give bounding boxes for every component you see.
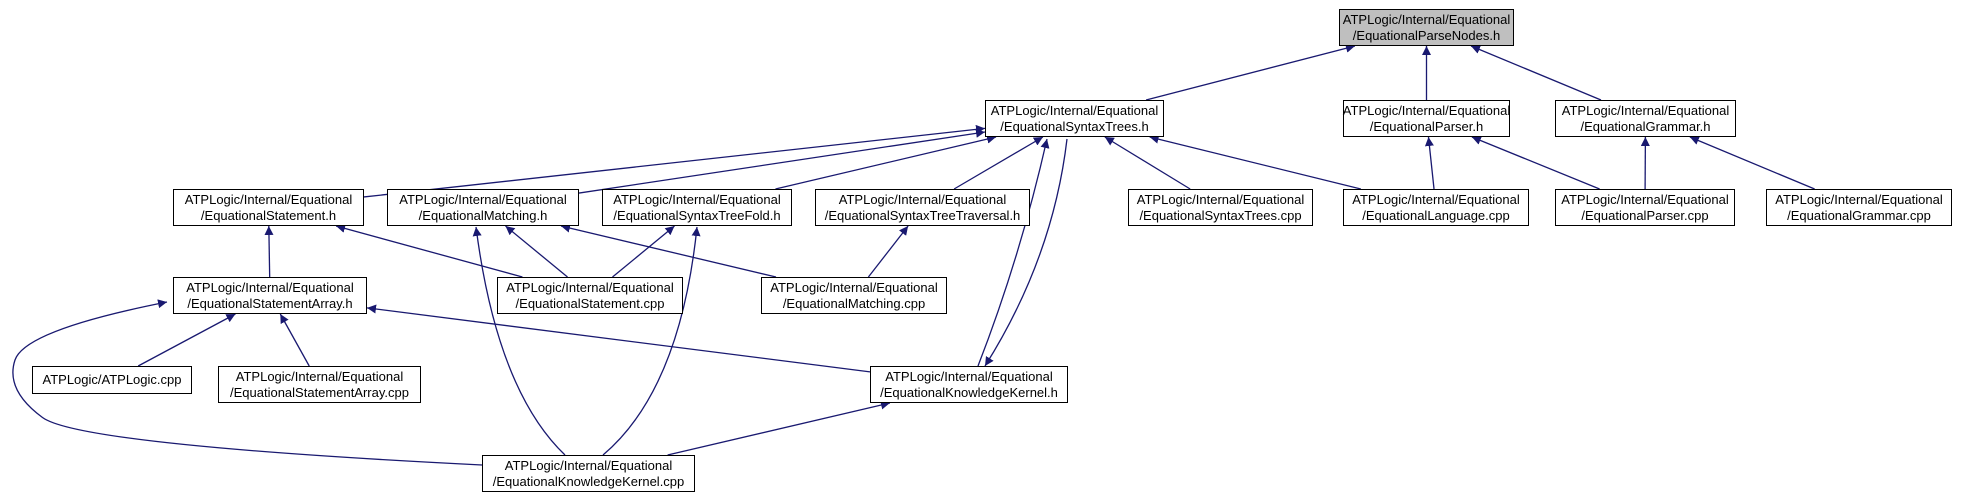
node-label-line: ATPLogic/Internal/Equational bbox=[235, 368, 404, 384]
edge-parser-cpp-to-parser-h bbox=[1471, 136, 1600, 190]
node-statement-cpp[interactable]: ATPLogic/Internal/Equational/EquationalS… bbox=[497, 277, 683, 314]
node-label-line: ATPLogic/Internal/Equational bbox=[1561, 191, 1729, 207]
edge-language-cpp-to-syntax-trees-h bbox=[1149, 134, 1362, 190]
edge-grammar-cpp-to-grammar-h bbox=[1689, 136, 1815, 190]
node-label-line: /EquationalStatement.h bbox=[200, 207, 337, 223]
node-label-line: /EquationalGrammar.cpp bbox=[1787, 207, 1931, 223]
node-kernel-h[interactable]: ATPLogic/Internal/Equational/EquationalK… bbox=[870, 366, 1068, 403]
node-label-line: ATPLogic/Internal/Equational bbox=[186, 279, 354, 295]
node-fold-h[interactable]: ATPLogic/Internal/Equational/EquationalS… bbox=[602, 189, 792, 226]
edge-syntax-trees-h-to-kernel-h bbox=[984, 138, 1068, 367]
edge-statement-cpp-to-statement-h bbox=[335, 224, 523, 278]
node-label-line: ATPLogic/Internal/Equational bbox=[1561, 102, 1730, 118]
node-label-line: ATPLogic/Internal/Equational bbox=[1136, 191, 1305, 207]
node-label-line: /EquationalGrammar.h bbox=[1580, 118, 1711, 134]
node-label-line: /EquationalMatching.cpp bbox=[782, 295, 926, 311]
node-label-line: /EquationalStatementArray.h bbox=[187, 295, 353, 311]
node-grammar-h[interactable]: ATPLogic/Internal/Equational/EquationalG… bbox=[1555, 100, 1736, 137]
node-label-line: ATPLogic/Internal/Equational bbox=[1342, 11, 1511, 27]
node-statement-array-cpp[interactable]: ATPLogic/Internal/Equational/EquationalS… bbox=[218, 366, 421, 403]
node-label-line: ATPLogic/Internal/Equational bbox=[990, 102, 1159, 118]
edge-statement-cpp-to-matching-h bbox=[505, 225, 568, 278]
edge-traversal-h-to-syntax-trees-h bbox=[953, 136, 1044, 190]
node-label-line: ATPLogic/Internal/Equational bbox=[838, 191, 1007, 207]
node-label-line: /EquationalStatementArray.cpp bbox=[230, 384, 409, 400]
node-label-line: /EquationalParser.h bbox=[1369, 118, 1484, 134]
node-label-line: /EquationalSyntaxTreeFold.h bbox=[613, 207, 781, 223]
edge-language-cpp-to-parser-h bbox=[1424, 136, 1435, 190]
edge-kernel-cpp-to-kernel-h bbox=[667, 400, 891, 456]
edge-statement-cpp-to-fold-h bbox=[612, 225, 675, 278]
node-label-line: ATPLogic/Internal/Equational bbox=[399, 191, 567, 207]
node-label-line: ATPLogic/Internal/Equational bbox=[1775, 191, 1943, 207]
edge-atplogic-cpp-to-statement-array-h bbox=[137, 313, 236, 367]
node-kernel-cpp[interactable]: ATPLogic/Internal/Equational/EquationalK… bbox=[482, 455, 695, 492]
node-language-cpp[interactable]: ATPLogic/Internal/Equational/EquationalL… bbox=[1343, 189, 1529, 226]
edge-matching-cpp-to-matching-h bbox=[560, 223, 777, 278]
edge-kernel-cpp-to-statement-array-h bbox=[12, 299, 483, 466]
node-atplogic-cpp[interactable]: ATPLogic/ATPLogic.cpp bbox=[32, 366, 192, 394]
node-label-line: /EquationalKnowledgeKernel.cpp bbox=[492, 473, 685, 489]
node-label-line: /EquationalMatching.h bbox=[418, 207, 548, 223]
node-label-line: /EquationalParser.cpp bbox=[1581, 207, 1709, 223]
node-statement-h[interactable]: ATPLogic/Internal/Equational/EquationalS… bbox=[173, 189, 364, 226]
edge-syntax-trees-h-to-parse-nodes-h bbox=[1145, 43, 1356, 101]
node-statement-array-h[interactable]: ATPLogic/Internal/Equational/EquationalS… bbox=[173, 277, 367, 314]
node-label-line: /EquationalKnowledgeKernel.h bbox=[880, 384, 1058, 400]
edge-fold-h-to-syntax-trees-h bbox=[775, 134, 997, 190]
edge-statement-array-h-to-statement-h bbox=[264, 225, 274, 278]
edge-kernel-h-to-syntax-trees-h bbox=[977, 138, 1050, 367]
node-label-line: /EquationalSyntaxTrees.cpp bbox=[1139, 207, 1302, 223]
node-label-line: ATPLogic/Internal/Equational bbox=[504, 457, 673, 473]
node-label-line: ATPLogic/Internal/Equational bbox=[184, 191, 353, 207]
node-label-line: ATPLogic/Internal/Equational bbox=[1342, 102, 1511, 118]
node-label-line: ATPLogic/ATPLogic.cpp bbox=[42, 372, 182, 387]
node-syntax-trees-cpp[interactable]: ATPLogic/Internal/Equational/EquationalS… bbox=[1128, 189, 1313, 226]
node-label-line: /EquationalStatement.cpp bbox=[515, 295, 665, 311]
node-parser-h[interactable]: ATPLogic/Internal/Equational/EquationalP… bbox=[1343, 100, 1510, 137]
edge-kernel-h-to-statement-array-h bbox=[366, 304, 871, 373]
edge-kernel-cpp-to-fold-h bbox=[602, 226, 701, 456]
node-matching-h[interactable]: ATPLogic/Internal/Equational/EquationalM… bbox=[387, 189, 579, 226]
node-parse-nodes-h[interactable]: ATPLogic/Internal/Equational/EquationalP… bbox=[1339, 9, 1514, 46]
node-label-line: ATPLogic/Internal/Equational bbox=[506, 279, 674, 295]
node-label-line: /EquationalSyntaxTreeTraversal.h bbox=[824, 207, 1021, 223]
node-traversal-h[interactable]: ATPLogic/Internal/Equational/EquationalS… bbox=[815, 189, 1030, 226]
node-label-line: ATPLogic/Internal/Equational bbox=[613, 191, 781, 207]
node-label-line: ATPLogic/Internal/Equational bbox=[885, 368, 1053, 384]
edge-matching-cpp-to-traversal-h bbox=[867, 225, 909, 278]
node-matching-cpp[interactable]: ATPLogic/Internal/Equational/EquationalM… bbox=[761, 277, 947, 314]
node-label-line: ATPLogic/Internal/Equational bbox=[1352, 191, 1520, 207]
edge-statement-array-cpp-to-statement-array-h bbox=[279, 313, 310, 367]
edge-syntax-trees-cpp-to-syntax-trees-h bbox=[1104, 136, 1191, 190]
node-syntax-trees-h[interactable]: ATPLogic/Internal/Equational/EquationalS… bbox=[985, 100, 1164, 137]
node-parser-cpp[interactable]: ATPLogic/Internal/Equational/EquationalP… bbox=[1555, 189, 1735, 226]
edge-kernel-cpp-to-matching-h bbox=[472, 226, 566, 456]
node-label-line: /EquationalSyntaxTrees.h bbox=[1000, 118, 1149, 134]
edge-matching-h-to-syntax-trees-h bbox=[578, 128, 986, 194]
edge-statement-h-to-syntax-trees-h bbox=[363, 124, 986, 198]
node-label-line: ATPLogic/Internal/Equational bbox=[770, 279, 938, 295]
node-grammar-cpp[interactable]: ATPLogic/Internal/Equational/EquationalG… bbox=[1766, 189, 1952, 226]
node-label-line: /EquationalParseNodes.h bbox=[1352, 27, 1501, 43]
edge-grammar-h-to-parse-nodes-h bbox=[1470, 45, 1602, 101]
node-label-line: /EquationalLanguage.cpp bbox=[1362, 207, 1510, 223]
